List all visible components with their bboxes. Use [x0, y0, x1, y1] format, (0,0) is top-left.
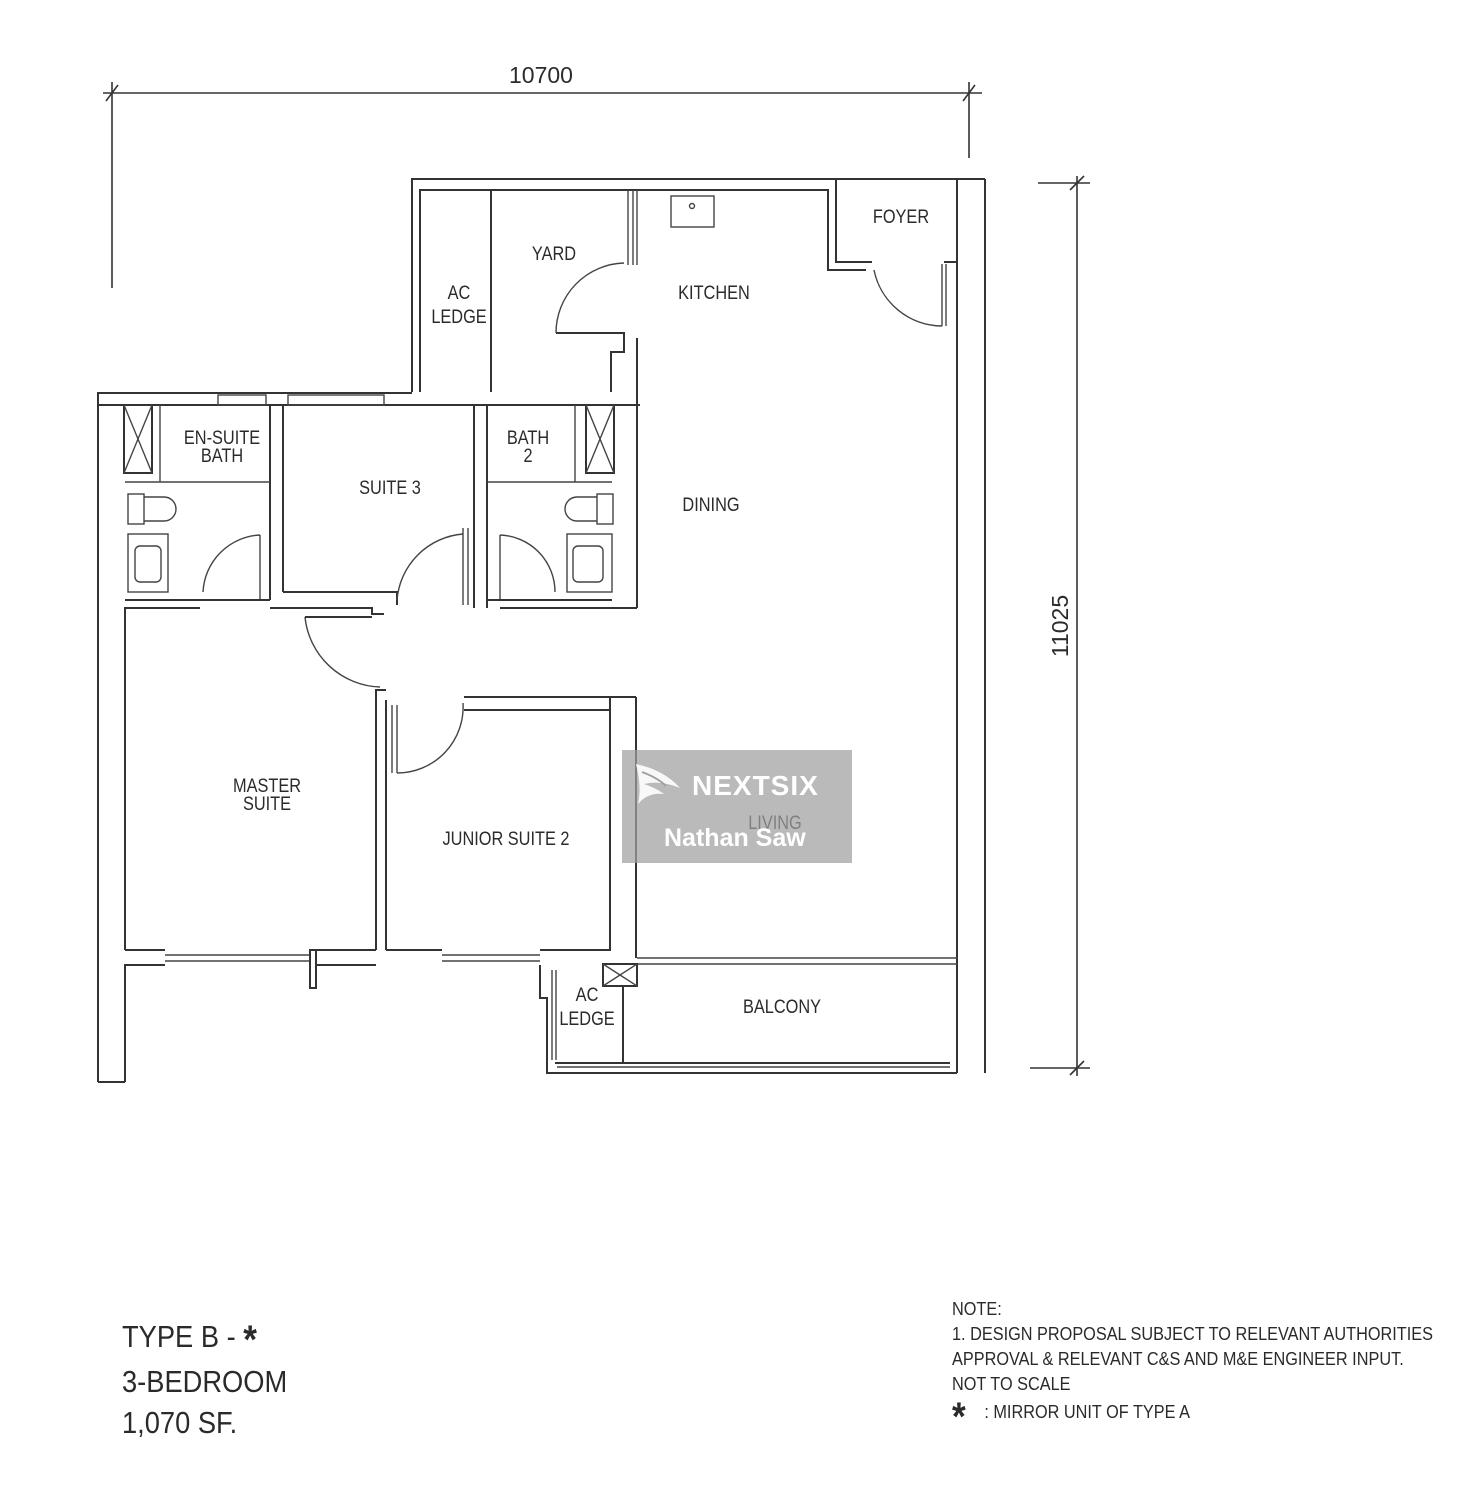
interior-walls [98, 190, 947, 950]
watermark: NEXTSIX Nathan Saw [622, 750, 852, 863]
room-label-ac-ledge-top-line1: AC [448, 282, 471, 303]
legend-row: * : MIRROR UNIT OF TYPE A [952, 1397, 1433, 1437]
room-label-ensuite-bath-line1: EN-SUITE [184, 427, 260, 448]
nextsix-logo-icon [636, 764, 680, 804]
room-label-ensuite-bath-line2: BATH [201, 445, 243, 466]
room-label-bath-2-line2: 2 [523, 445, 532, 466]
depth-dimension: 11025 [1030, 175, 1090, 1076]
legend-asterisk-icon: * [952, 1395, 966, 1439]
unit-bedrooms: 3-BEDROOM [122, 1364, 288, 1399]
notes-block: NOTE: 1. DESIGN PROPOSAL SUBJECT TO RELE… [952, 1296, 1434, 1437]
room-label-bath-2-line1: BATH [507, 427, 549, 448]
room-label-yard: YARD [532, 243, 576, 264]
width-dimension-label: 10700 [509, 62, 573, 88]
watermark-brand: NEXTSIX [692, 770, 819, 801]
unit-title-block: TYPE B - * 3-BEDROOM 1,070 SF. [122, 1316, 287, 1443]
note-line-2: APPROVAL & RELEVANT C&S AND M&E ENGINEER… [952, 1348, 1404, 1369]
mirror-asterisk-icon: * [243, 1318, 257, 1362]
note-line-1: 1. DESIGN PROPOSAL SUBJECT TO RELEVANT A… [952, 1323, 1434, 1344]
room-label-ac-ledge-bottom-line2: LEDGE [559, 1008, 615, 1029]
room-label-balcony: BALCONY [743, 996, 821, 1017]
unit-type: TYPE B - [122, 1319, 236, 1354]
room-label-ac-ledge-top-line2: LEDGE [431, 306, 487, 327]
room-label-junior-suite-2: JUNIOR SUITE 2 [443, 828, 570, 849]
notes-heading: NOTE: [952, 1298, 1002, 1319]
note-line-3: NOT TO SCALE [952, 1373, 1071, 1394]
room-label-ac-ledge-bottom-line1: AC [576, 984, 599, 1005]
exterior-walls [97, 178, 986, 1083]
depth-dimension-label: 11025 [1047, 595, 1073, 657]
room-label-master-suite-line1: MASTER [233, 775, 301, 796]
room-label-kitchen: KITCHEN [678, 282, 750, 303]
room-label-foyer: FOYER [873, 206, 929, 227]
watermark-agent-name: Nathan Saw [664, 824, 806, 852]
room-label-master-suite-line2: SUITE [243, 793, 291, 814]
room-label-suite-3: SUITE 3 [359, 477, 421, 498]
room-label-dining: DINING [682, 494, 739, 515]
width-dimension: 10700 [103, 62, 982, 288]
unit-area: 1,070 SF. [122, 1405, 238, 1440]
unit-type-row: TYPE B - * [122, 1316, 287, 1361]
legend-text: : MIRROR UNIT OF TYPE A [984, 1401, 1190, 1422]
